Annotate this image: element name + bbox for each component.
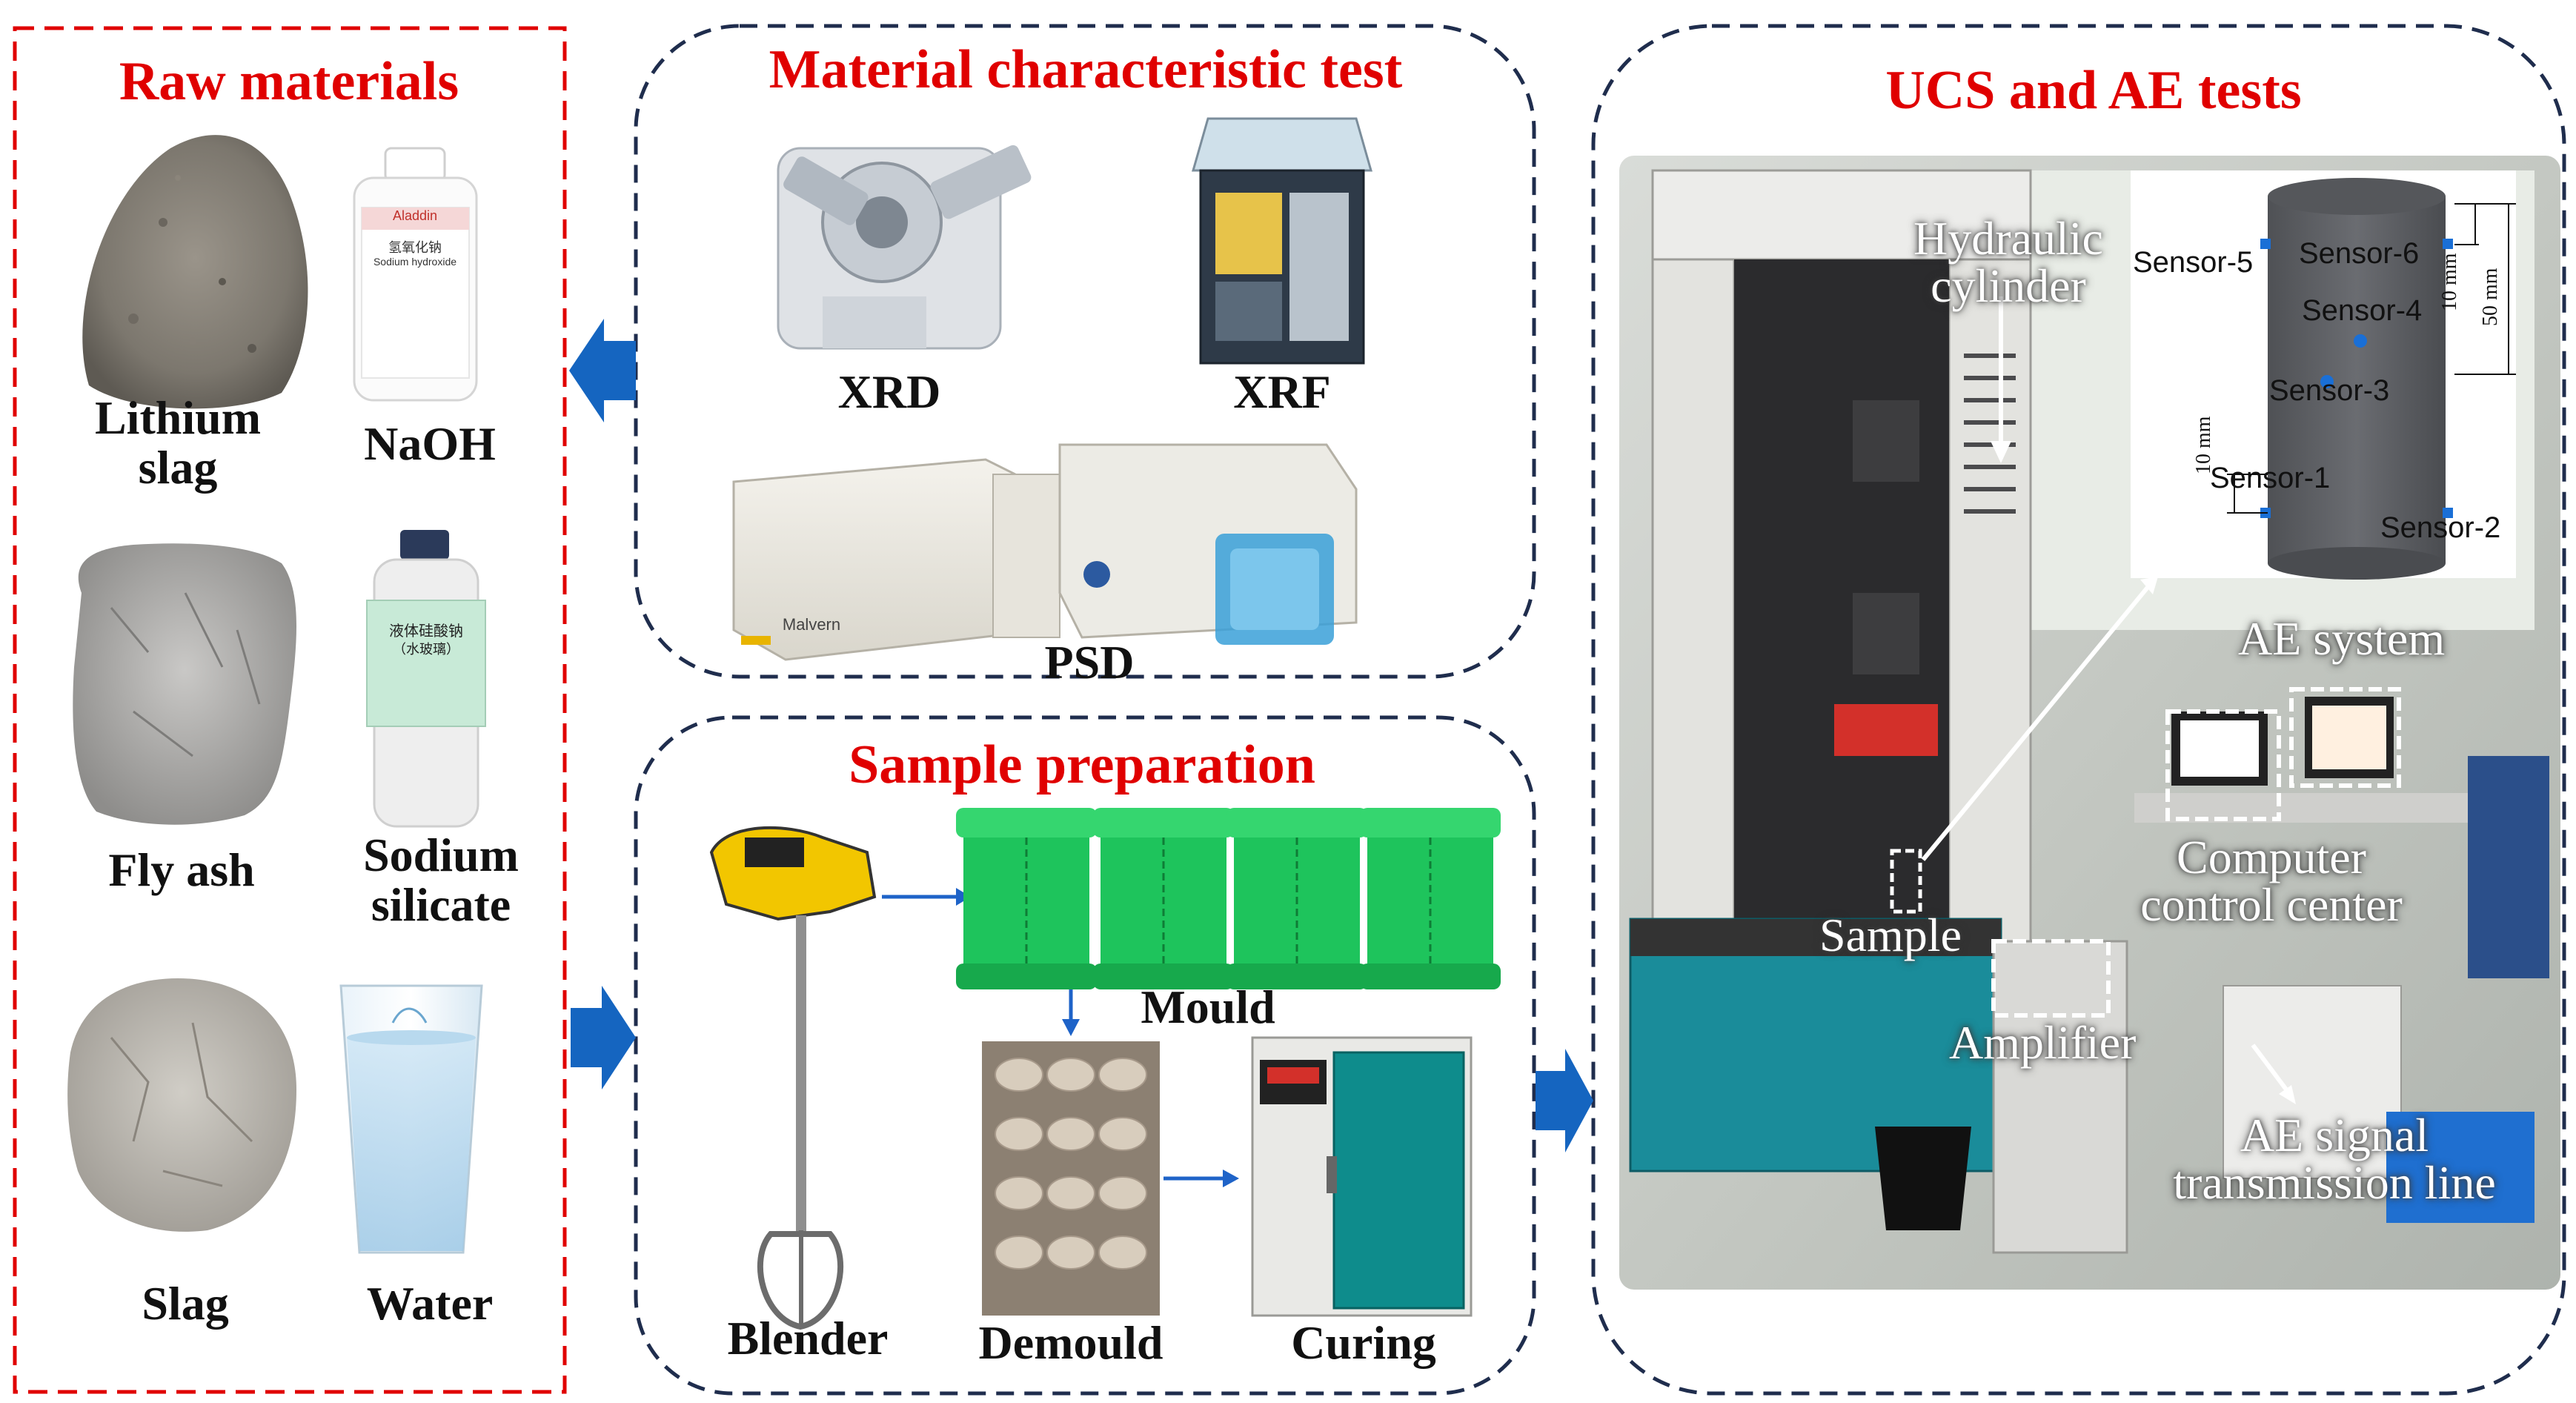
sample-label: Sample [1819,909,1962,961]
hydraulic-cylinder-label: Hydraulic cylinder [1886,215,2131,310]
silicate-bottle-cn1: 液体硅酸钠 [389,622,463,640]
naoh-bottle-cn: 氢氧化钠 [388,240,442,256]
arrow-raw-to-prep [571,986,636,1089]
sodium-silicate-label-line1: Sodium [363,829,519,881]
malvern-brand: Malvern [782,615,841,634]
signal-label-line2: transmission line [2173,1156,2496,1209]
xrd-instrument-image [777,145,1032,350]
dimension-10mm-bottom: 10 mm [2192,416,2215,474]
sensor-5-label: Sensor-5 [2133,246,2254,279]
arrow-test-to-raw [569,319,636,422]
lithium-slag-image [82,135,308,409]
demould-label: Demould [978,1316,1163,1369]
ae-system-label: AE system [2238,612,2446,665]
sensor-2-label: Sensor-2 [2380,511,2501,544]
mould-images [956,808,1501,989]
sensor-layout-inset [2131,170,2516,580]
ucs-ae-title: UCS and AE tests [1885,60,2302,121]
fly-ash-image [73,543,296,825]
xrd-label: XRD [837,365,941,418]
blender-label: Blender [727,1312,889,1364]
sample-prep-title: Sample preparation [849,734,1315,795]
xrf-instrument-image [1192,117,1372,365]
signal-label-line1: AE signal [2240,1109,2429,1161]
slag-label: Slag [142,1277,229,1330]
xrf-label: XRF [1233,365,1331,418]
ae-signal-line-label: AE signal transmission line [2127,1112,2542,1207]
blender-image [709,826,877,1330]
dimension-10mm-top: 10 mm [2438,253,2461,311]
naoh-label: NaOH [364,417,496,470]
lithium-slag-label: Lithium slag [44,391,311,494]
mould-4 [1360,808,1501,989]
naoh-bottle-en: Sodium hydroxide [373,256,457,268]
mould-label: Mould [1141,981,1275,1033]
sodium-silicate-label: Sodium silicate [319,829,563,932]
computer-control-label: Computer control center [2097,834,2446,929]
silicate-bottle-cn2: （水玻璃） [393,642,459,657]
sodium-silicate-label-line2: silicate [371,878,511,932]
sodium-silicate-bottle-image [366,530,486,828]
naoh-bottle-brand: Aladdin [392,208,438,223]
computer-label-line2: control center [2140,878,2403,931]
demould-image [982,1041,1160,1316]
raw-materials-title: Raw materials [119,51,459,112]
mould-1 [956,808,1097,989]
mould-3 [1226,808,1367,989]
curing-label: Curing [1291,1316,1436,1369]
psd-instrument-image [732,443,1358,661]
dimension-50mm: 50 mm [2479,268,2502,326]
curing-chamber-image [1251,1036,1473,1317]
water-glass-image [339,984,483,1254]
lithium-slag-label-line2: slag [138,441,218,494]
sample-prep-border [634,715,1536,1396]
hydraulic-label-line2: cylinder [1931,259,2086,312]
naoh-bottle-image [353,147,478,402]
computer-label-line1: Computer [2177,831,2366,883]
raw-materials-border [13,26,567,1394]
sensor-4-label: Sensor-4 [2302,294,2423,327]
ucs-ae-border [1591,24,2566,1396]
water-label: Water [366,1277,494,1330]
material-test-title: Material characteristic test [769,39,1403,100]
sensor-1-label: Sensor-1 [2210,462,2331,494]
hydraulic-label-line1: Hydraulic [1913,212,2103,265]
mould-2 [1093,808,1234,989]
sensor-3-label: Sensor-3 [2269,374,2390,407]
fly-ash-label: Fly ash [108,843,255,896]
arrow-prep-to-ucs [1536,1049,1593,1152]
lithium-slag-label-line1: Lithium [94,391,262,444]
sensor-6-label: Sensor-6 [2299,237,2420,270]
slag-image [67,978,296,1232]
amplifier-label: Amplifier [1949,1016,2137,1069]
psd-label: PSD [1044,636,1135,689]
